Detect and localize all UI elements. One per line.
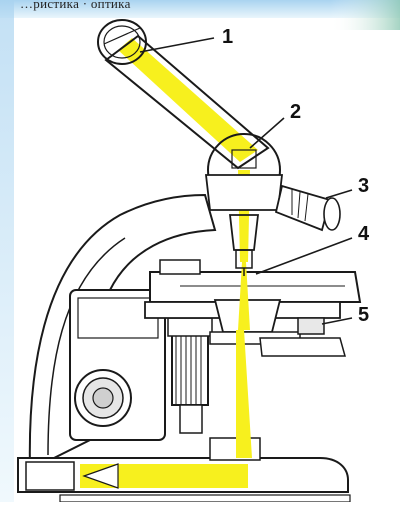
callout-3: 3 (358, 175, 370, 197)
callout-5: 5 (358, 304, 370, 326)
side-port (274, 184, 341, 232)
leader-2 (249, 117, 285, 149)
top-banner-strip (0, 0, 400, 18)
leader-5 (321, 317, 353, 325)
leader-1 (139, 37, 215, 53)
left-banner-strip (0, 0, 14, 502)
callout-1: 1 (222, 26, 234, 48)
eyepiece-tube (97, 19, 270, 170)
microscope-head (204, 133, 284, 211)
leader-3 (325, 189, 353, 199)
header-fragment: …ристика · оптика (20, 0, 131, 11)
fine-focus-knob (167, 317, 213, 434)
callout-leaders (139, 37, 353, 325)
light-path (80, 38, 258, 489)
callout-2: 2 (290, 101, 302, 123)
objective-lens (228, 214, 260, 276)
callout-4: 4 (358, 223, 370, 245)
leader-4 (255, 237, 353, 275)
